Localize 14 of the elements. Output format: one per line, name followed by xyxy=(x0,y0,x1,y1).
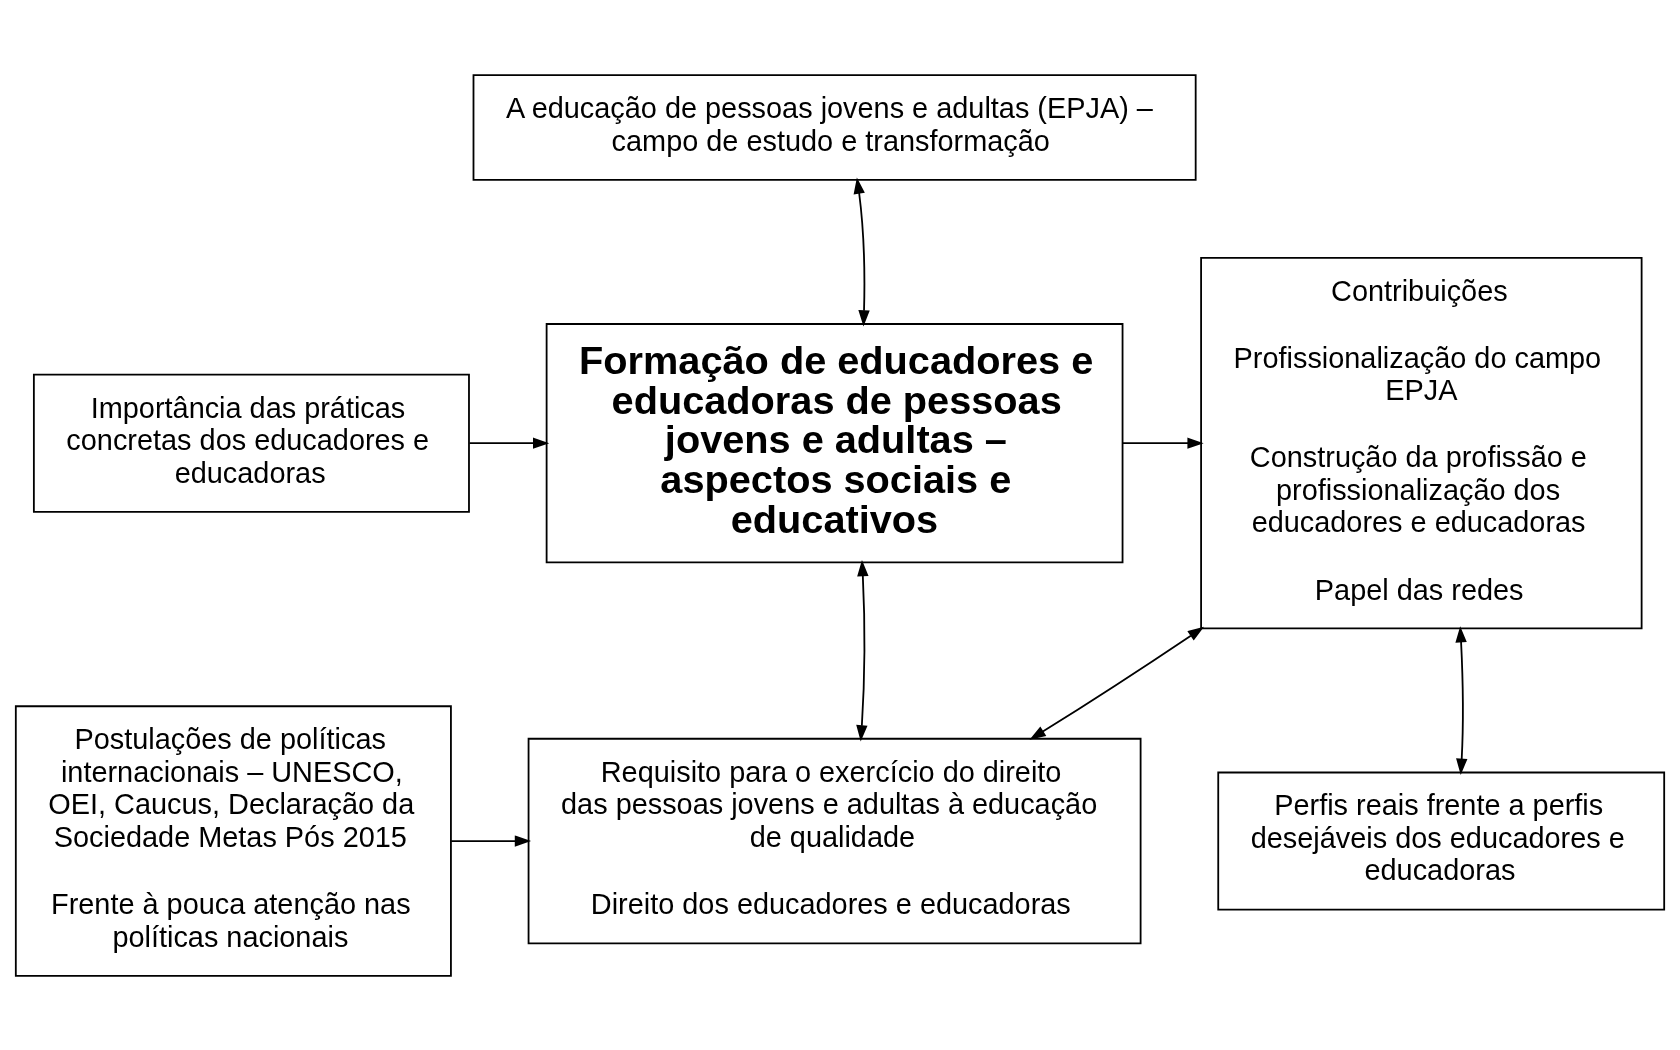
node-box: Perfis reais frente a perfis desejáveis dos educadores e educadoras xyxy=(1217,771,1666,911)
arrow xyxy=(1121,436,1204,449)
node-box: Importância das práticas concretas dos educadores e educadoras xyxy=(32,373,470,513)
node-box: A educação de pessoas jovens e adultas (EPJA) – campo de estudo e transformação xyxy=(472,73,1197,181)
node-box: Requisito para o exercício do direito das pessoas jovens e adultas à educação de qualidade Direito dos educadores e educadoras xyxy=(527,737,1142,944)
arrow xyxy=(468,436,550,449)
arrow xyxy=(450,834,532,847)
arrow xyxy=(1029,626,1205,740)
node-box: Contribuições Profissionalização do campo EPJA Construção da profissão e profissionalização dos educadores e educadoras Papel das redes xyxy=(1200,256,1643,629)
node-box: Postulações de políticas internacionais – UNESCO, OEI, Caucus, Declaração da Sociedade Metas Pós 2015 Frente à pouca atenção nas políticas nacionais xyxy=(14,704,452,977)
arrow xyxy=(1455,625,1468,775)
arrow xyxy=(856,559,869,741)
arrow xyxy=(853,177,870,327)
node-box: Formação de educadores e educadoras de pessoas jovens e adultas – aspectos sociais e educativos xyxy=(545,322,1124,563)
